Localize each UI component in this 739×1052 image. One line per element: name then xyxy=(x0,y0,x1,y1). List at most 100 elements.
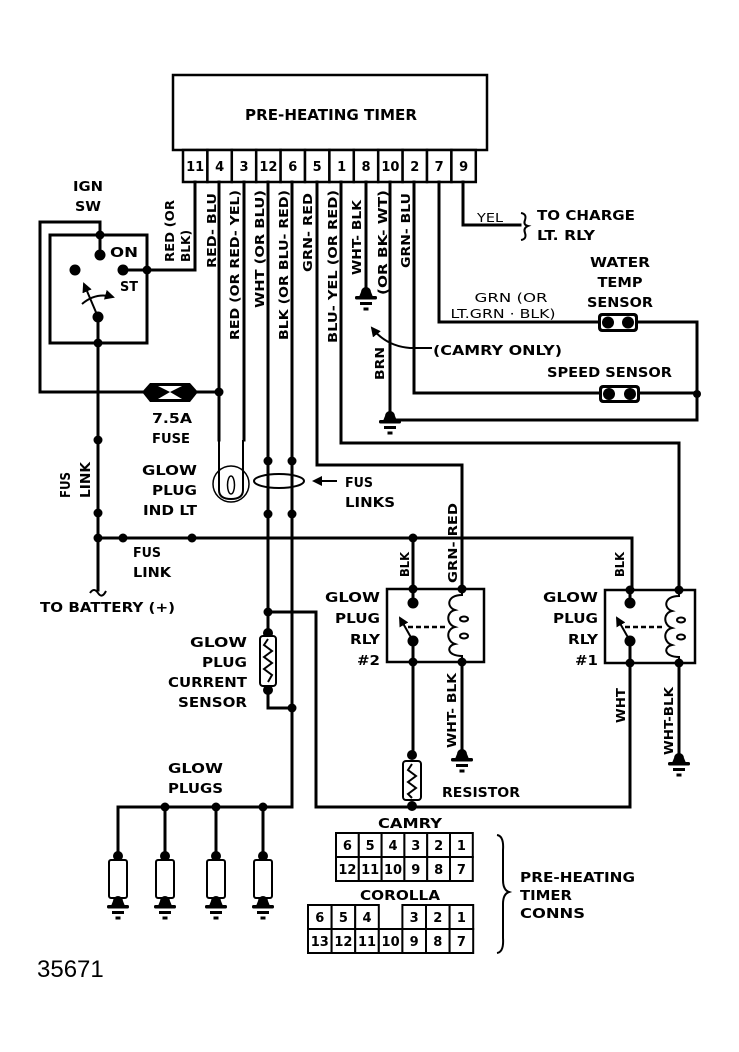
timer-pin-number: 5 xyxy=(313,160,322,175)
connector-pin-number: 13 xyxy=(311,935,329,950)
junction-dot xyxy=(93,533,103,543)
timer-pin: 11 xyxy=(181,148,209,184)
connector-cell: 7 xyxy=(448,928,475,954)
timer-pin-box xyxy=(376,148,404,184)
connector-cell: 7 xyxy=(449,856,474,882)
relay-1-label: RLY xyxy=(568,633,599,648)
relay-1-label: PLUG xyxy=(553,612,598,627)
connector-cell: 11 xyxy=(357,856,383,882)
junction-dot xyxy=(160,802,170,812)
connector-pin-number: 10 xyxy=(382,935,400,950)
ground-icon xyxy=(451,749,473,773)
connector-pin-number: 12 xyxy=(334,935,352,950)
resistor-zigzag-icon xyxy=(262,638,274,683)
connector-pin-number: 6 xyxy=(315,911,324,926)
wire-pin-9 xyxy=(461,180,522,227)
connector-cell: 13 xyxy=(307,928,333,954)
camry-only-arrow-icon xyxy=(370,326,432,349)
junction-dot xyxy=(263,607,273,617)
connector-pin-number: 1 xyxy=(457,839,466,854)
relay-2-wire-label: BLK xyxy=(398,551,412,577)
relay-coil-loop xyxy=(676,616,686,624)
timer-body xyxy=(171,73,489,152)
ground-icon xyxy=(379,411,401,435)
fusible-link-end xyxy=(287,509,297,519)
junction-dot xyxy=(625,658,635,668)
glow-plug-relay-2: BLK GRN- RED WHT- BLK GLOW PLUG RLY #2 xyxy=(325,503,486,773)
connector-cell: 6 xyxy=(307,904,333,930)
connector-cell: 8 xyxy=(425,928,451,954)
wire-pin-6 xyxy=(116,180,294,858)
wire-label-pin-11-alt: BLK) xyxy=(179,230,193,262)
connector-pin-number: 10 xyxy=(384,863,402,878)
ground-icon xyxy=(154,896,176,920)
resistor-body xyxy=(402,760,422,801)
relay-output-wire xyxy=(266,610,632,809)
relay-2-body xyxy=(385,587,486,664)
glow-plug-body xyxy=(155,859,175,899)
connector-cell: 4 xyxy=(354,904,380,930)
fusible-link-end xyxy=(287,456,297,466)
connector-cell: 5 xyxy=(357,832,383,858)
timer-pin-number: 11 xyxy=(186,160,204,175)
wire-pin-1 xyxy=(339,180,681,592)
battery-break-icon xyxy=(89,589,107,597)
fus-link-label: LINK xyxy=(79,461,94,498)
connector-pin-number: 7 xyxy=(457,935,466,950)
current-sensor-label: GLOW xyxy=(190,636,247,651)
connector-cell: 10 xyxy=(380,856,406,882)
wire-label-pin-5: GRN- RED xyxy=(301,193,315,272)
junction-dot xyxy=(211,802,221,812)
st-label: ST xyxy=(120,280,138,295)
timer-wiring xyxy=(116,180,699,858)
connectors-title: TIMER xyxy=(520,889,572,904)
ground-icon xyxy=(355,287,377,311)
timer-pin-number: 6 xyxy=(288,160,297,175)
timer-pin: 8 xyxy=(352,148,380,184)
timer-pin-number: 12 xyxy=(259,160,277,175)
wire-label-pin-2: GRN- BLU xyxy=(399,193,413,268)
fuse-element xyxy=(158,386,182,392)
timer-pin-number: 10 xyxy=(381,160,399,175)
relay-2-wire-label: WHT- BLK xyxy=(445,672,459,748)
brace-icon xyxy=(496,834,513,954)
relay-coil-loop xyxy=(676,633,686,641)
resistor-label: RESISTOR xyxy=(442,786,520,801)
connector-cell: 11 xyxy=(354,928,380,954)
relay-contact xyxy=(407,597,419,609)
timer-title: PRE-HEATING TIMER xyxy=(245,106,417,124)
connector-terminal xyxy=(622,316,634,329)
wire-pin-7 xyxy=(437,180,699,324)
timer-pin-number: 9 xyxy=(459,160,468,175)
relay-1-label: GLOW xyxy=(543,591,598,606)
glow-plug-body xyxy=(108,859,128,899)
connector-cell: 2 xyxy=(425,904,451,930)
timer-pin: 6 xyxy=(279,148,307,184)
fus-link-label: FUS xyxy=(133,546,161,561)
resistor: RESISTOR xyxy=(402,750,520,811)
ground-icon xyxy=(107,896,129,920)
lamp-filament xyxy=(226,475,236,495)
resistor-terminal xyxy=(407,801,417,811)
junction-dot xyxy=(408,584,418,594)
glow-plug xyxy=(205,802,227,920)
power-distribution: FUS LINK FUS LINK TO BATTERY (+) FUS LIN… xyxy=(40,435,634,616)
ground-icon xyxy=(668,753,690,777)
glow-plug-indicator-lamp: GLOW PLUG IND LT xyxy=(142,464,250,519)
timer-pin-number: 7 xyxy=(435,160,444,175)
current-sensor-label: PLUG xyxy=(202,656,247,671)
connector-pin-number: 9 xyxy=(410,935,419,950)
connector-pin-number: 11 xyxy=(361,863,379,878)
fuse-element xyxy=(158,392,182,399)
connector-pin-number: 5 xyxy=(366,839,375,854)
relay-1-wire-label: WHT-BLK xyxy=(662,686,676,755)
sensor-output-wire xyxy=(266,688,294,710)
charge-relay-label: LT. RLY xyxy=(537,229,596,244)
connector-pin-number: 7 xyxy=(457,863,466,878)
relay-1-wire-label: WHT xyxy=(614,687,628,723)
wire-label-pin-12: WHT (OR BLU) xyxy=(253,190,267,308)
